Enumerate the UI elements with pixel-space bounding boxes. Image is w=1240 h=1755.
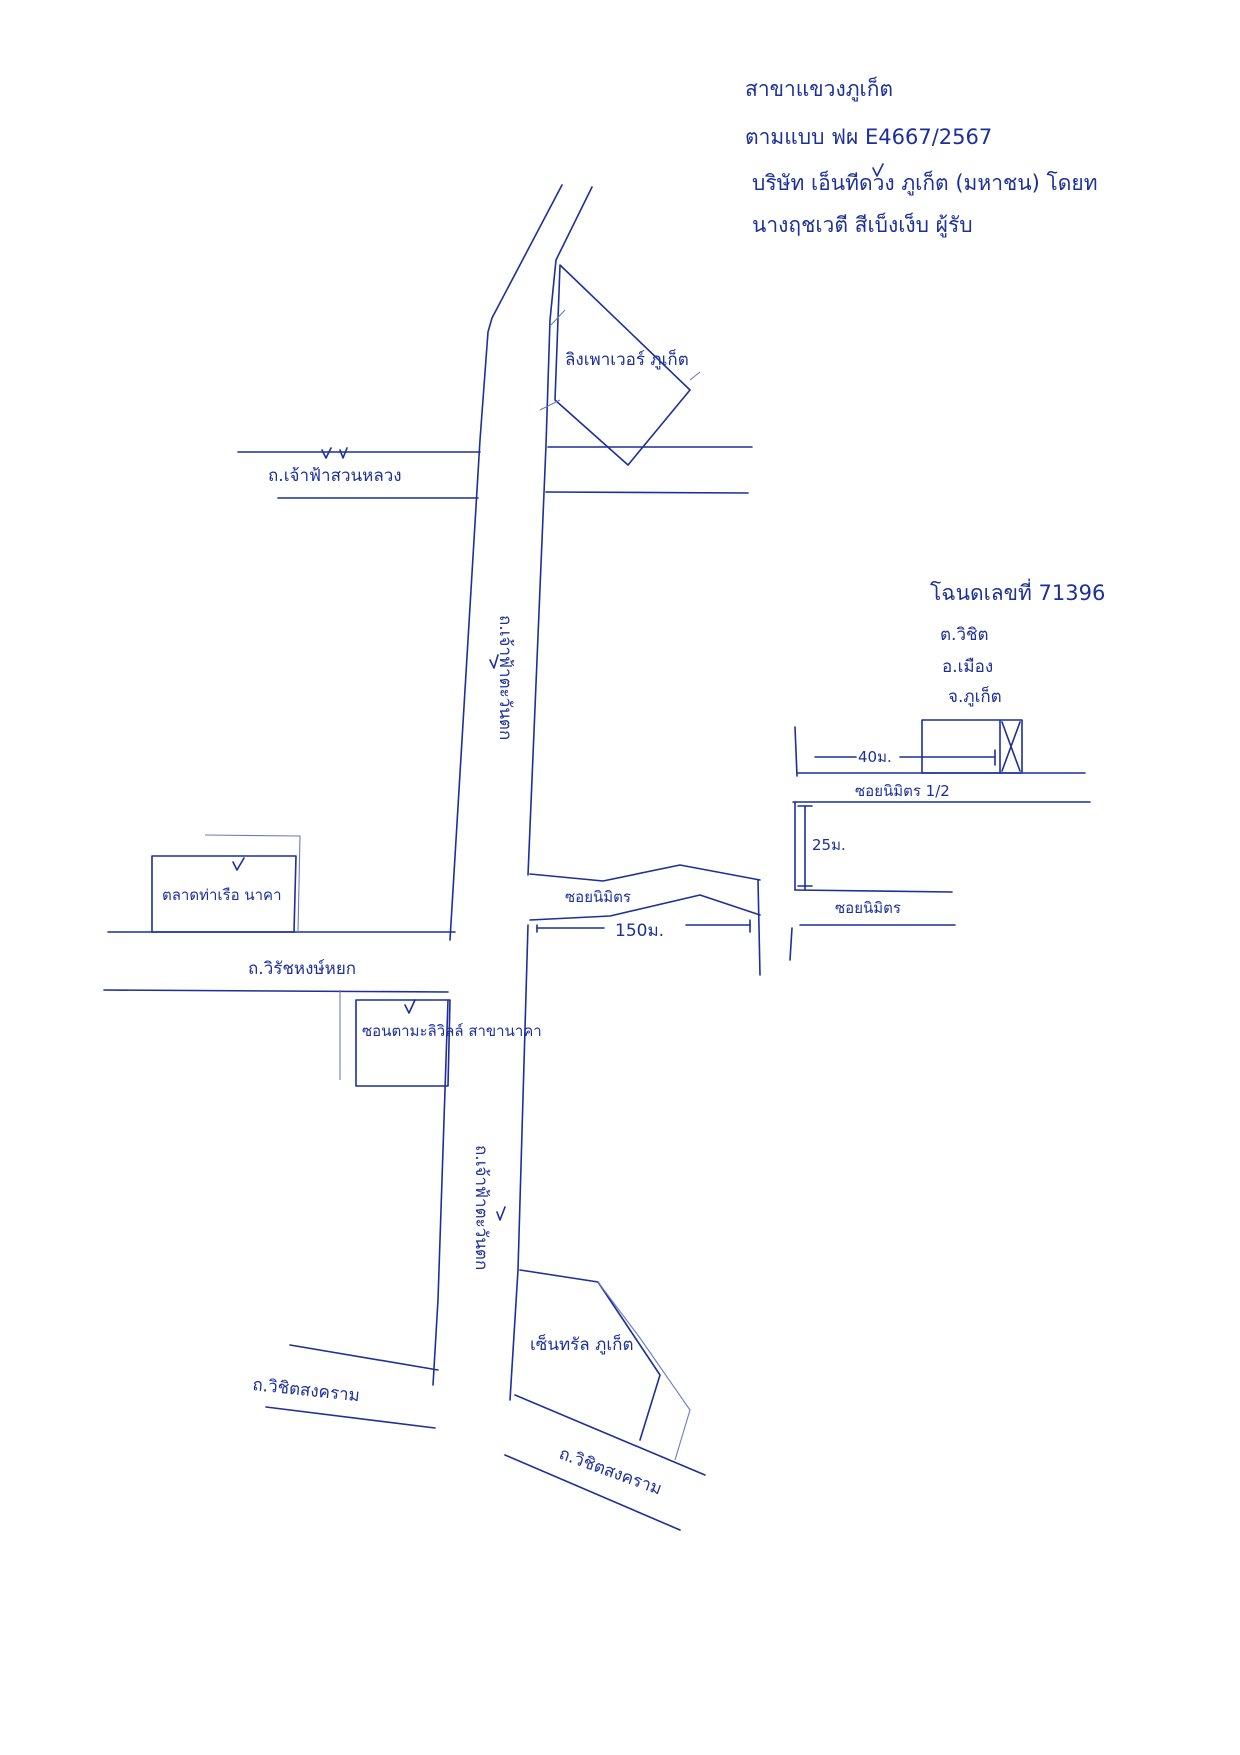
road-wichit-se <box>504 1394 706 1531</box>
label-rd-main-north: ถ.เจ้าฟ้าตะวันตก <box>495 615 515 740</box>
header-line3: บริษัท เอ็นทีดวง ภูเก็ต (มหาชน) โดยท <box>752 169 1098 196</box>
label-d25: 25ม. <box>812 836 846 854</box>
label-rd-top-west: ถ.เจ้าฟ้าสวนหลวง <box>268 466 402 486</box>
soi-nimit <box>529 864 793 976</box>
label-rd-wichit: ถ.วิชิตสงคราม <box>251 1375 360 1406</box>
deed-title: โฉนดเลขที่ 71396 <box>930 578 1105 605</box>
deed-tambon: ต.วิชิต <box>940 625 989 645</box>
landmark-central-parcel <box>539 264 701 466</box>
header-line2: ตามแบบ ฟผ E4667/2567 <box>745 125 992 149</box>
deed-amphoe: อ.เมือง <box>942 657 993 677</box>
check-marks <box>232 163 884 1221</box>
supermarket-parcel <box>339 990 451 1087</box>
label-d40: 40ม. <box>858 748 892 766</box>
label-d150: 150ม. <box>615 921 664 941</box>
deed-province: จ.ภูเก็ต <box>948 685 1002 707</box>
label-soi-nimit-east: ซอยนิมิตร <box>835 899 901 917</box>
road-top-east <box>545 446 753 494</box>
header-line4: นางฤชเวตี สีเบ็งเง็บ ผู้รับ <box>752 211 973 238</box>
label-central: ลิงเพาเวอร์ ภูเก็ต <box>565 348 689 370</box>
market-parcel <box>151 834 301 933</box>
header-line1: สาขาแขวงภูเก็ต <box>745 75 893 102</box>
header-notes: สาขาแขวงภูเก็ต ตามแบบ ฟผ E4667/2567 บริษ… <box>745 75 1098 238</box>
main-road <box>432 184 593 1401</box>
dimension-150m <box>536 919 751 933</box>
soi-nimit-12 <box>792 719 1091 926</box>
checkpoint-parcel <box>519 1269 691 1461</box>
road-wichit-west <box>265 1344 439 1429</box>
label-rd-wirat: ถ.วิรัชหงษ์หยก <box>248 959 356 979</box>
label-soi-nimit-12: ซอยนิมิตร 1/2 <box>855 782 950 800</box>
label-checkpoint: เซ็นทรัล ภูเก็ต <box>530 1333 633 1355</box>
label-supermarket: ซอนตามะลิวิลล์ สาขานาคา <box>362 1022 542 1040</box>
label-soi-nimit: ซอยนิมิตร <box>565 888 631 906</box>
road-top-west <box>237 451 481 499</box>
label-market: ตลาดท่าเรือ นาคา <box>162 886 282 904</box>
label-rd-wichit-se: ถ.วิชิตสงคราม <box>556 1444 664 1500</box>
deed-notes: โฉนดเลขที่ 71396 ต.วิชิต อ.เมือง จ.ภูเก็… <box>930 578 1105 707</box>
label-rd-main-south: ถ.เจ้าฟ้าตะวันตก <box>471 1145 491 1270</box>
